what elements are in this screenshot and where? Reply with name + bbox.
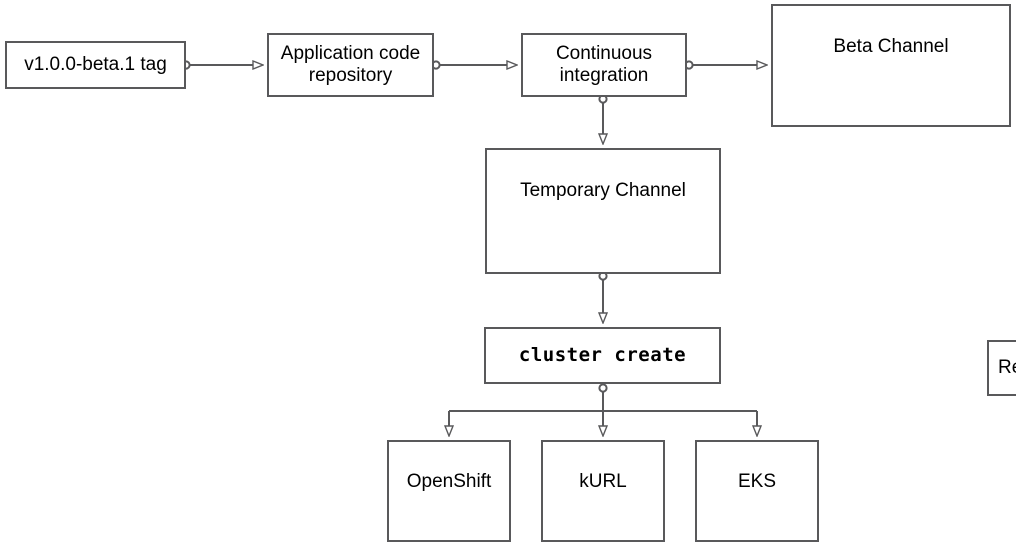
node-cluster-create-label: cluster create (518, 344, 687, 367)
edge-source-dot (598, 383, 608, 393)
node-application-code-repository-label: Application code repository (280, 42, 421, 86)
node-kurl[interactable]: kURL Tests (541, 440, 665, 542)
node-continuous-integration-label: Continuous integration (555, 42, 653, 86)
node-temporary-channel-release[interactable]: Release v1.0.0-beta.1 (987, 340, 1016, 396)
node-openshift-title: OpenShift (406, 471, 492, 493)
node-kurl-title: kURL (579, 471, 627, 493)
node-cluster-create[interactable]: cluster create (484, 327, 721, 384)
node-openshift[interactable]: OpenShift Tests (387, 440, 511, 542)
node-beta-channel-title: Beta Channel (833, 36, 949, 58)
node-continuous-integration[interactable]: Continuous integration (521, 33, 687, 97)
node-tag[interactable]: v1.0.0-beta.1 tag (5, 41, 186, 89)
node-eks[interactable]: EKS Tests (695, 440, 819, 542)
edge-cluster-create-fanout (448, 391, 758, 435)
node-application-code-repository[interactable]: Application code repository (267, 33, 434, 97)
node-eks-title: EKS (737, 471, 777, 493)
node-beta-channel[interactable]: Beta Channel Release v1.0.0-beta.1 (771, 4, 1011, 127)
node-temporary-channel-title: Temporary Channel (520, 180, 686, 202)
node-temporary-channel-release-label: Release v1.0.0-beta.1 (998, 356, 1016, 378)
node-temporary-channel[interactable]: Temporary Channel Release v1.0.0-beta.1 (485, 148, 1016, 396)
node-tag-label: v1.0.0-beta.1 tag (24, 53, 167, 75)
